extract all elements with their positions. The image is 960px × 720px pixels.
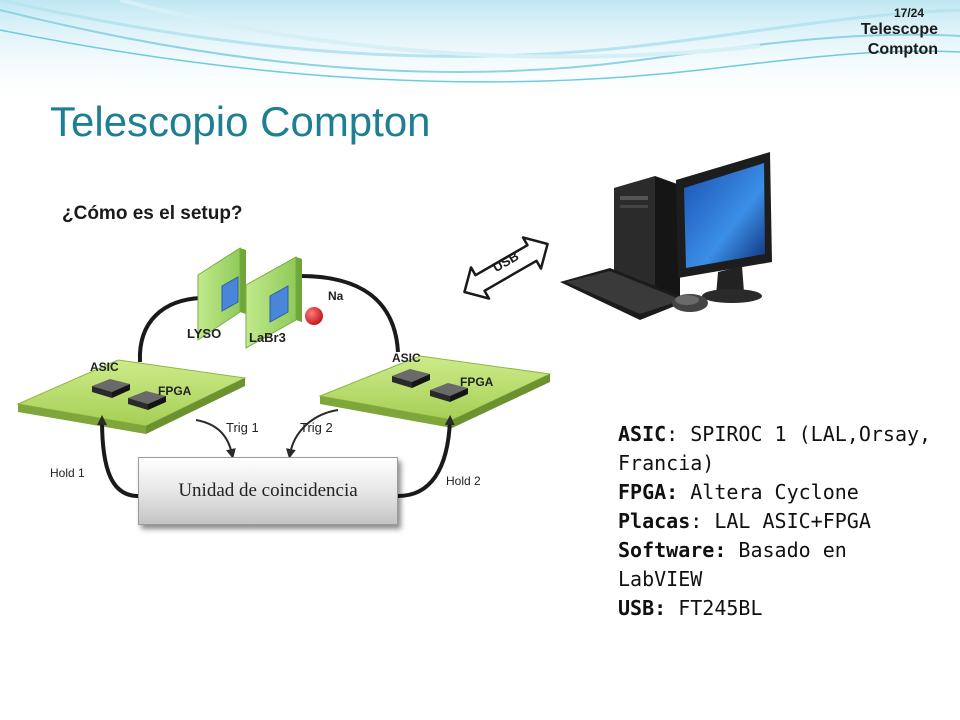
coincidence-unit-box: Unidad de coincidencia xyxy=(138,457,398,525)
keyboard xyxy=(560,268,690,320)
asic-chip-right xyxy=(392,369,430,388)
computer-illustration xyxy=(548,118,790,358)
label-asic-left: ASIC xyxy=(90,360,119,374)
slide-number: 17/24 xyxy=(893,6,924,20)
coincidence-unit-label: Unidad de coincidencia xyxy=(178,480,358,501)
fpga-chip-left xyxy=(128,391,166,410)
trig2-arrow xyxy=(285,409,339,459)
hold1-arrow xyxy=(97,415,139,498)
section-label-line2: Compton xyxy=(867,41,938,58)
slide-title: Telescopio Compton xyxy=(50,98,431,145)
header-waves xyxy=(0,0,960,110)
desktop-tower xyxy=(614,176,680,300)
monitor xyxy=(676,152,772,303)
label-na: Na xyxy=(328,289,344,303)
mouse xyxy=(672,294,708,312)
label-fpga-left: FPGA xyxy=(158,384,192,398)
fpga-chip-right xyxy=(430,383,468,402)
label-lyso: LYSO xyxy=(187,326,222,341)
label-labr3: LaBr3 xyxy=(249,330,286,345)
na-source-dot xyxy=(305,307,323,325)
board-left xyxy=(16,359,247,434)
label-trig2: Trig 2 xyxy=(300,420,333,435)
spec-asic: ASIC: SPIROC 1 (LAL,Orsay, Francia) xyxy=(618,422,932,475)
spec-list: ASIC: SPIROC 1 (LAL,Orsay, Francia) FPGA… xyxy=(618,420,938,623)
label-hold1: Hold 1 xyxy=(50,466,85,480)
label-trig1: Trig 1 xyxy=(226,420,259,435)
spec-software: Software: Basado en LabVIEW xyxy=(618,538,847,591)
slide-subtitle: ¿Cómo es el setup? xyxy=(62,203,243,224)
usb-double-arrow xyxy=(463,236,549,300)
signal-arc-right xyxy=(299,274,400,353)
spec-usb: USB: FT245BL xyxy=(618,596,763,620)
asic-chip-left xyxy=(92,379,130,398)
label-fpga-right: FPGA xyxy=(460,375,494,389)
label-hold2: Hold 2 xyxy=(446,474,481,488)
hold2-arrow xyxy=(397,415,455,498)
signal-arc-left xyxy=(137,296,201,363)
labr3-crystal xyxy=(245,256,302,349)
section-label-line1: Telescope xyxy=(860,21,938,38)
lyso-crystal xyxy=(197,247,246,341)
trig1-arrow xyxy=(195,419,236,459)
spec-placas: Placas: LAL ASIC+FPGA xyxy=(618,509,871,533)
board-right xyxy=(318,355,552,428)
spec-fpga: FPGA: Altera Cyclone xyxy=(618,480,859,504)
label-asic-right: ASIC xyxy=(392,351,421,365)
slide-corner: 17/24 Telescope Compton xyxy=(861,6,938,60)
